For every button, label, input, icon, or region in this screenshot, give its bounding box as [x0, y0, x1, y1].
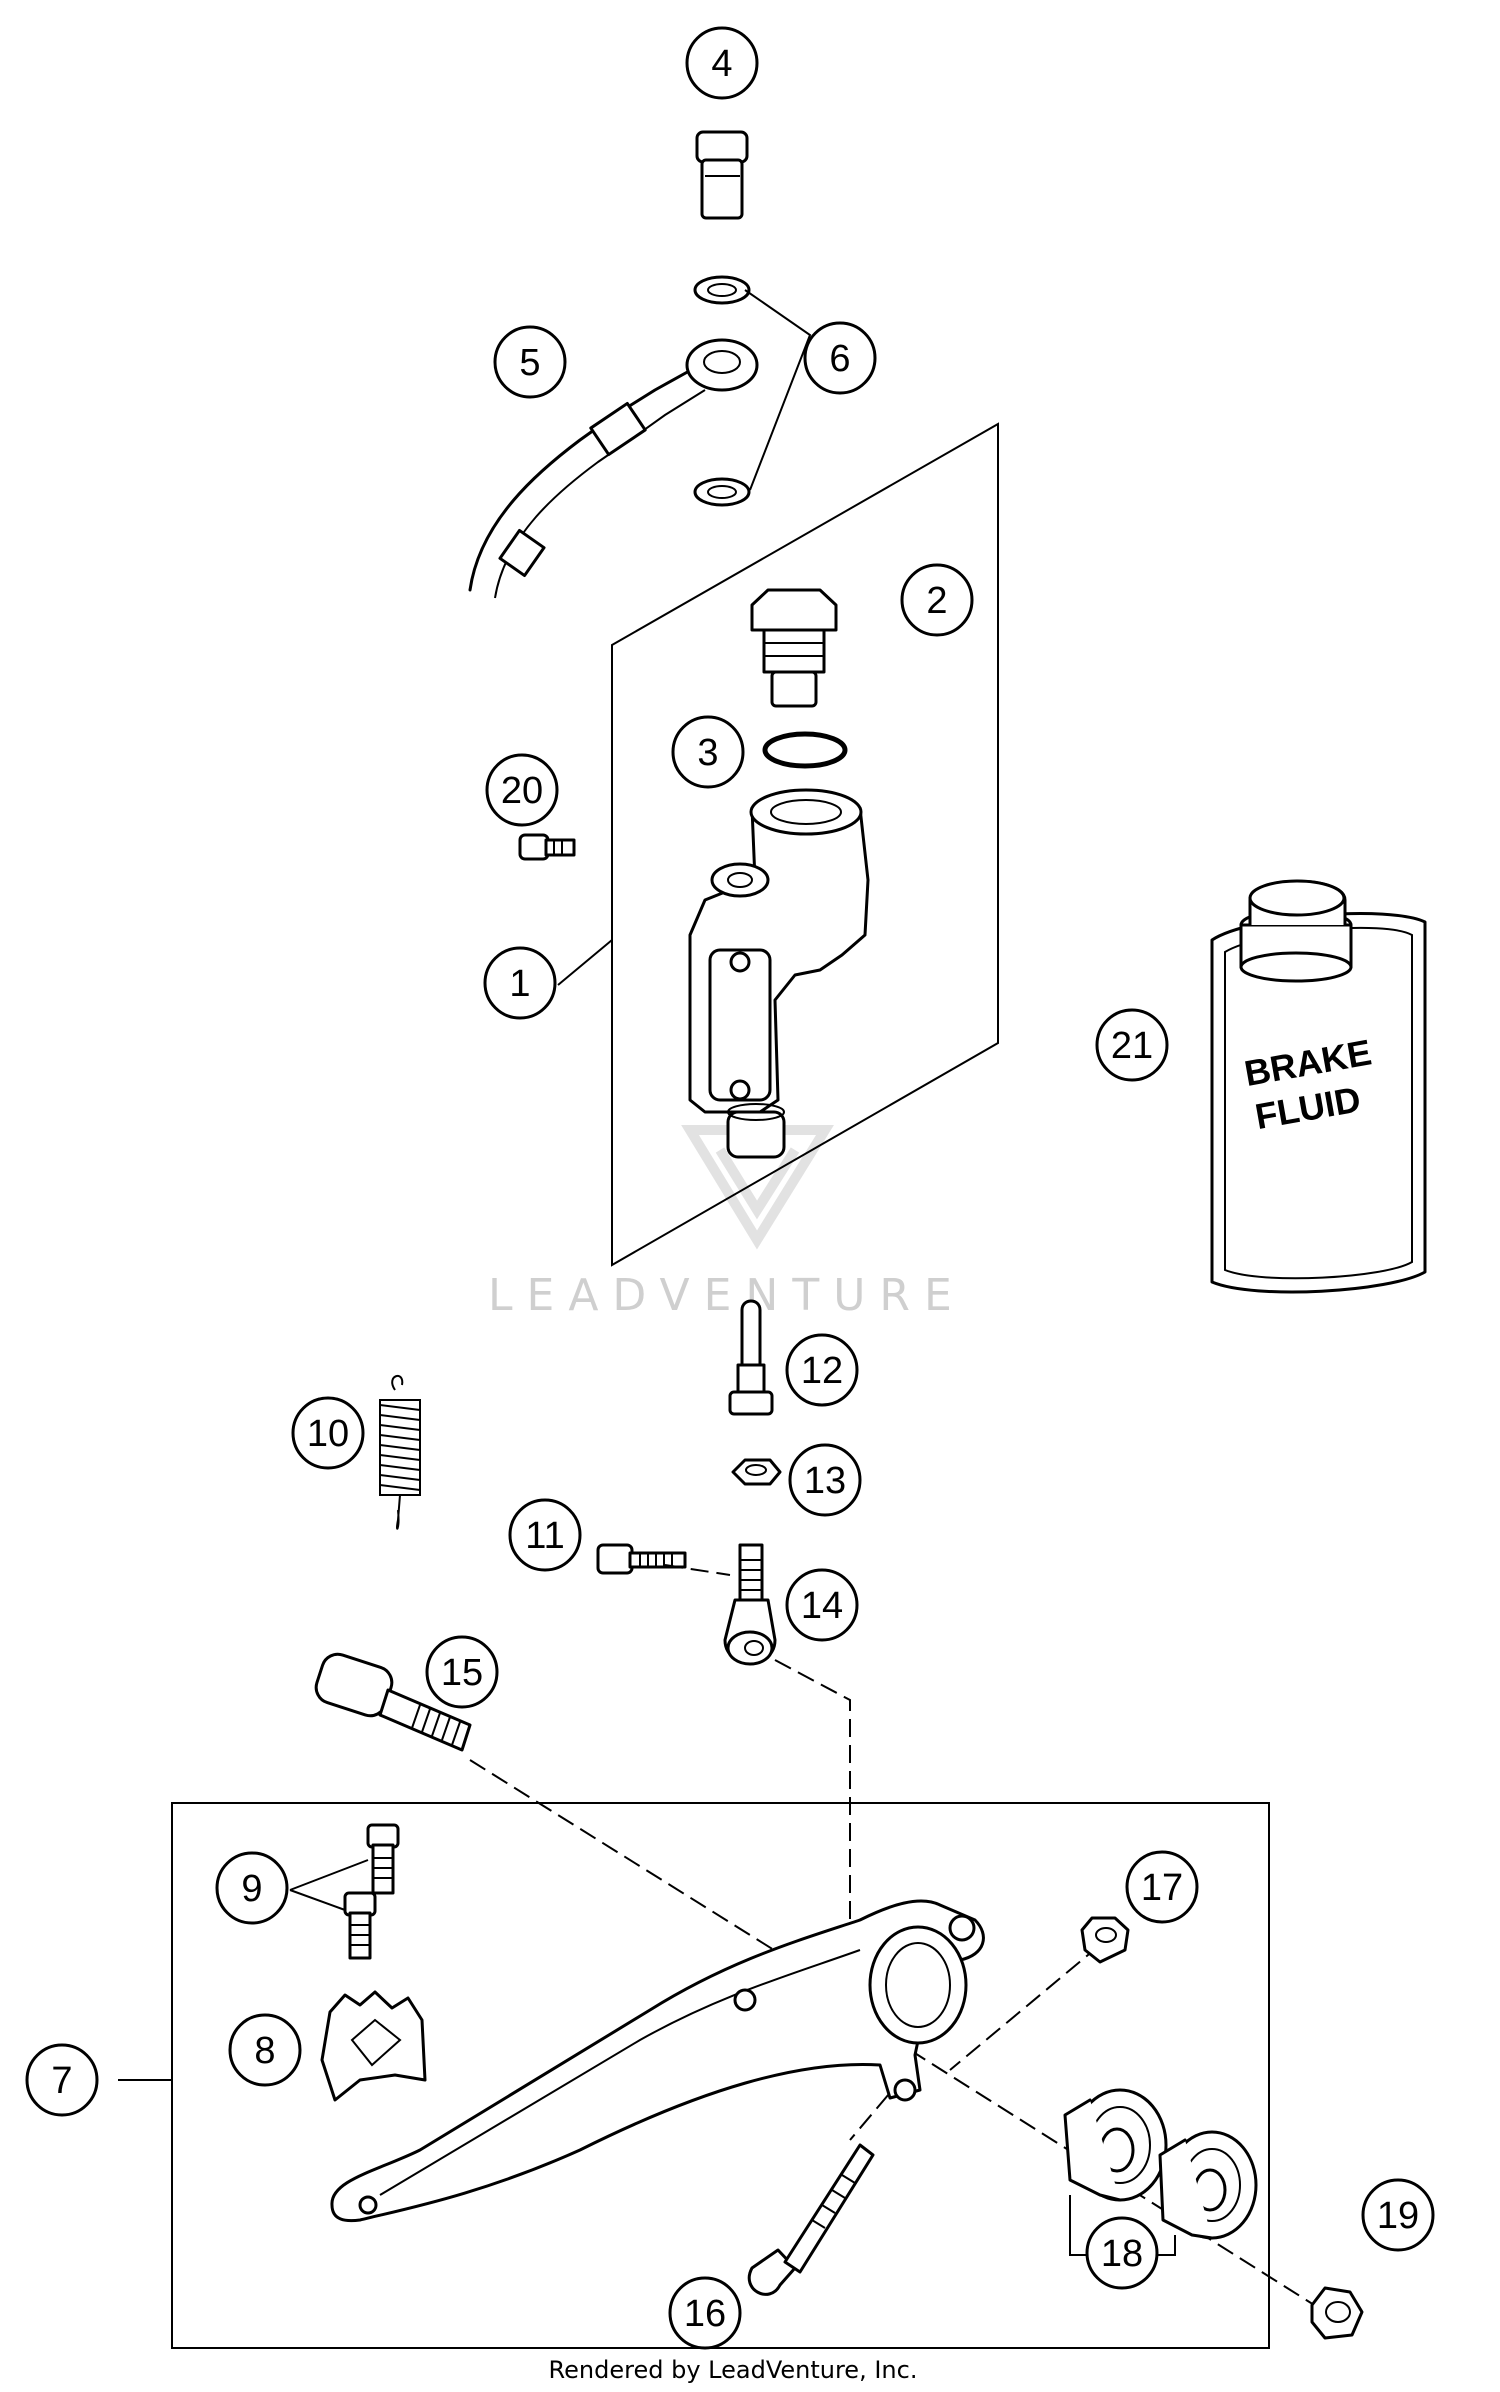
svg-text:9: 9: [241, 1868, 262, 1910]
svg-text:5: 5: [519, 342, 540, 384]
svg-text:21: 21: [1111, 1025, 1153, 1067]
pedal-screws: [343, 1823, 400, 1960]
watermark-text: LEADVENTURE: [488, 1270, 966, 1321]
banjo-bolt: [695, 130, 749, 220]
svg-text:12: 12: [801, 1350, 843, 1392]
clevis: [723, 1543, 777, 1666]
return-spring: [379, 1375, 421, 1530]
callout-10: 10: [291, 1396, 365, 1470]
svg-text:15: 15: [441, 1652, 483, 1694]
callout-16: 16: [668, 2276, 742, 2350]
callout-4: 4: [685, 26, 759, 100]
pivot-nut: [1310, 2286, 1364, 2340]
callout-12: 12: [785, 1333, 859, 1407]
callout-5: 5: [493, 325, 567, 399]
svg-text:14: 14: [801, 1585, 843, 1627]
screw: [518, 833, 576, 861]
callout-15: 15: [425, 1635, 499, 1709]
svg-text:11: 11: [525, 1515, 564, 1557]
bearings: [1063, 2088, 1258, 2240]
callout-21: 21: [1095, 1008, 1169, 1082]
master-cylinder-kit-box: [611, 422, 999, 1267]
callout-13: 13: [788, 1443, 862, 1517]
hex-nut: [731, 1458, 782, 1486]
svg-text:20: 20: [501, 770, 543, 812]
callout-2: 2: [900, 563, 974, 637]
callout-8: 8: [228, 2013, 302, 2087]
svg-text:10: 10: [307, 1413, 349, 1455]
callout-9: 9: [215, 1851, 289, 1925]
svg-text:4: 4: [711, 43, 732, 85]
callout-3: 3: [671, 715, 745, 789]
foot-step: [320, 1990, 427, 2102]
pedal-stop-bolt: [747, 2143, 875, 2296]
svg-text:2: 2: [926, 580, 947, 622]
callout-20: 20: [485, 753, 559, 827]
brake-fluid-bottle: BRAKE FLUID: [1210, 879, 1427, 1294]
brake-hose: [468, 338, 759, 599]
watermark: LEADVENTURE: [488, 1125, 966, 1321]
svg-text:6: 6: [829, 338, 850, 380]
callout-11: 11: [508, 1498, 582, 1572]
svg-text:19: 19: [1377, 2195, 1419, 2237]
master-cylinder-body: [688, 788, 870, 1159]
pedal-nut: [1080, 1916, 1130, 1964]
pivot-bolt: [314, 1652, 472, 1752]
callout-7: 7: [25, 2043, 99, 2117]
callout-17: 17: [1125, 1850, 1199, 1924]
callout-1: 1: [483, 946, 557, 1020]
svg-text:1: 1: [509, 963, 530, 1005]
brake-pedal-kit-box: [171, 1802, 1270, 2349]
o-ring: [762, 731, 848, 769]
sealing-rings: [693, 275, 751, 507]
callouts: 1 2 3 4 5 6 7 8 9 10 11 12 13 14 15 16 1…: [25, 26, 1435, 2350]
svg-text:8: 8: [254, 2030, 275, 2072]
brake-pedal-arm: [330, 1899, 985, 2223]
callout-18: 18: [1085, 2216, 1159, 2290]
callout-6: 6: [803, 321, 877, 395]
svg-text:7: 7: [51, 2060, 72, 2102]
bolt-long: [596, 1543, 687, 1575]
svg-text:3: 3: [697, 732, 718, 774]
footer-credit: Rendered by LeadVenture, Inc.: [549, 2356, 918, 2384]
svg-text:17: 17: [1141, 1867, 1183, 1909]
callout-19: 19: [1361, 2178, 1435, 2252]
reservoir-connector: [750, 588, 838, 708]
svg-text:16: 16: [684, 2293, 726, 2335]
callout-14: 14: [785, 1568, 859, 1642]
push-rod: [728, 1299, 774, 1416]
svg-text:13: 13: [804, 1460, 846, 1502]
svg-text:18: 18: [1101, 2233, 1143, 2275]
